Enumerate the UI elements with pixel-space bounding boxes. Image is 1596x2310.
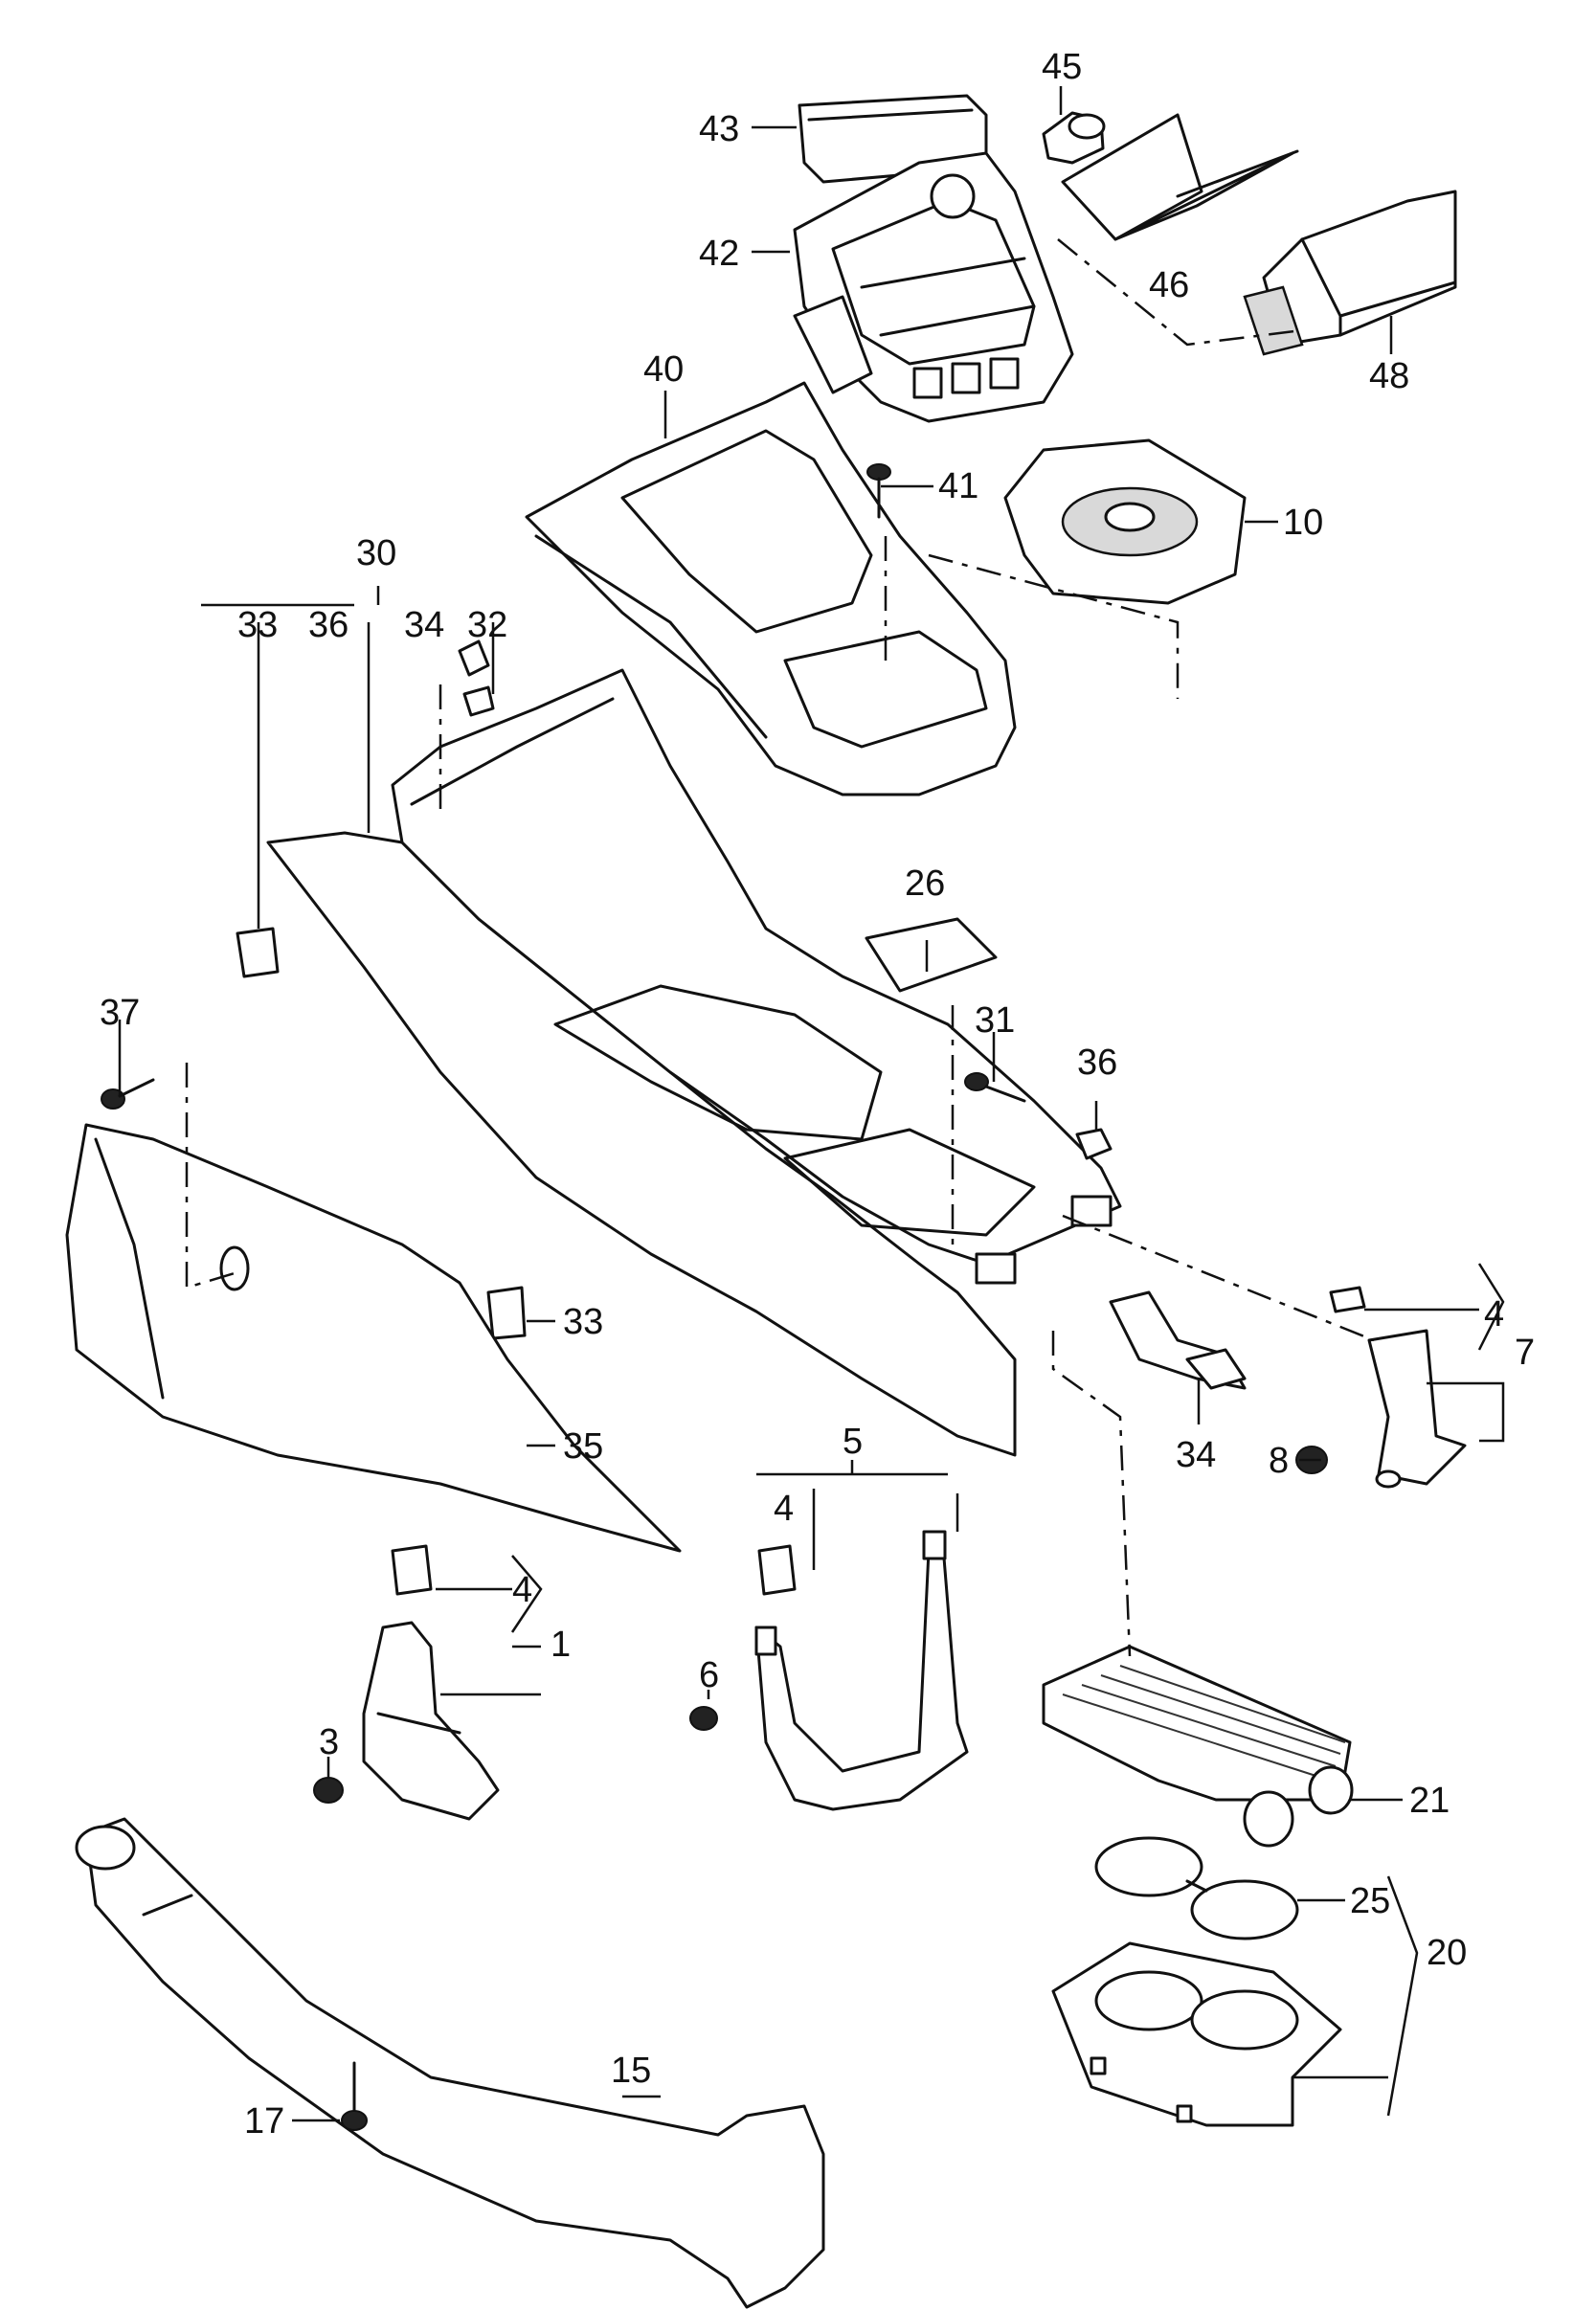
part-15-air-duct — [75, 1817, 825, 2309]
callout-8: 8 — [1269, 1441, 1289, 1481]
part-17-screw — [341, 2061, 368, 2131]
callout-3: 3 — [319, 1722, 339, 1762]
callout-21: 21 — [1409, 1781, 1450, 1821]
part-21-ashtray — [1042, 1645, 1354, 1848]
part-25-cupholder-lid — [1094, 1836, 1299, 1940]
callout-4c: 4 — [512, 1570, 532, 1610]
callout-31: 31 — [975, 1000, 1015, 1041]
callout-36a: 36 — [308, 605, 348, 645]
part-4-clip-mid — [757, 1544, 797, 1596]
part-20-cupholder — [1051, 1941, 1342, 2127]
part-4-clip-left — [391, 1544, 433, 1596]
part-31-screw — [964, 1072, 1026, 1103]
callout-17: 17 — [244, 2101, 284, 2142]
part-36-clip — [1075, 1128, 1113, 1160]
part-42-center-panel — [793, 151, 1074, 423]
part-33-clip-top — [236, 927, 280, 978]
callout-34b: 34 — [1176, 1435, 1216, 1475]
callout-25: 25 — [1350, 1881, 1390, 1921]
part-10-gear-boot — [1003, 438, 1247, 605]
callout-26: 26 — [905, 863, 945, 904]
callout-41: 41 — [938, 466, 978, 506]
callout-33a: 33 — [237, 605, 278, 645]
callout-6: 6 — [699, 1655, 719, 1695]
callout-20: 20 — [1427, 1933, 1467, 1973]
part-7-bracket — [1329, 1286, 1467, 1489]
callout-7: 7 — [1515, 1333, 1535, 1373]
callout-4a: 4 — [1484, 1294, 1504, 1334]
callout-15: 15 — [611, 2051, 651, 2091]
callout-labels: 43 45 42 46 48 40 41 10 30 33 36 34 32 2… — [100, 47, 1535, 2142]
part-37-screw — [101, 1078, 155, 1110]
part-30-console-body — [266, 639, 1122, 1457]
callout-40: 40 — [643, 349, 684, 390]
callout-1: 1 — [551, 1625, 571, 1665]
callout-34a: 34 — [404, 605, 444, 645]
part-48-storage-box — [1243, 190, 1457, 356]
callout-33b: 33 — [563, 1302, 603, 1342]
callout-48: 48 — [1369, 356, 1409, 396]
part-3-nut — [313, 1777, 344, 1804]
part-34-bracket — [1109, 1290, 1247, 1390]
callout-42: 42 — [699, 234, 739, 274]
callout-35: 35 — [563, 1426, 603, 1467]
part-33-clip-mid — [486, 1286, 527, 1340]
part-46-cover — [1061, 113, 1299, 241]
callout-43: 43 — [699, 109, 739, 149]
callout-4b: 4 — [774, 1489, 794, 1529]
part-41-screw — [866, 463, 891, 519]
part-5-bracket-frame — [754, 1530, 969, 1811]
callout-30: 30 — [356, 533, 396, 573]
callout-46: 46 — [1149, 265, 1189, 305]
part-26-pad — [865, 917, 998, 993]
leader-lines — [118, 86, 1505, 2122]
part-6-nut — [689, 1706, 718, 1731]
assembly-dash-lines — [185, 238, 1375, 1657]
part-40-trim-panel — [525, 381, 1017, 796]
callout-37: 37 — [100, 993, 140, 1033]
callout-5: 5 — [843, 1422, 863, 1462]
callout-10: 10 — [1283, 503, 1323, 543]
part-45-lighter — [1042, 111, 1106, 165]
part-1-support-bracket — [362, 1621, 500, 1821]
part-32-clip — [462, 685, 495, 717]
callout-36b: 36 — [1077, 1043, 1117, 1083]
callout-45: 45 — [1042, 47, 1082, 87]
callout-32: 32 — [467, 605, 507, 645]
